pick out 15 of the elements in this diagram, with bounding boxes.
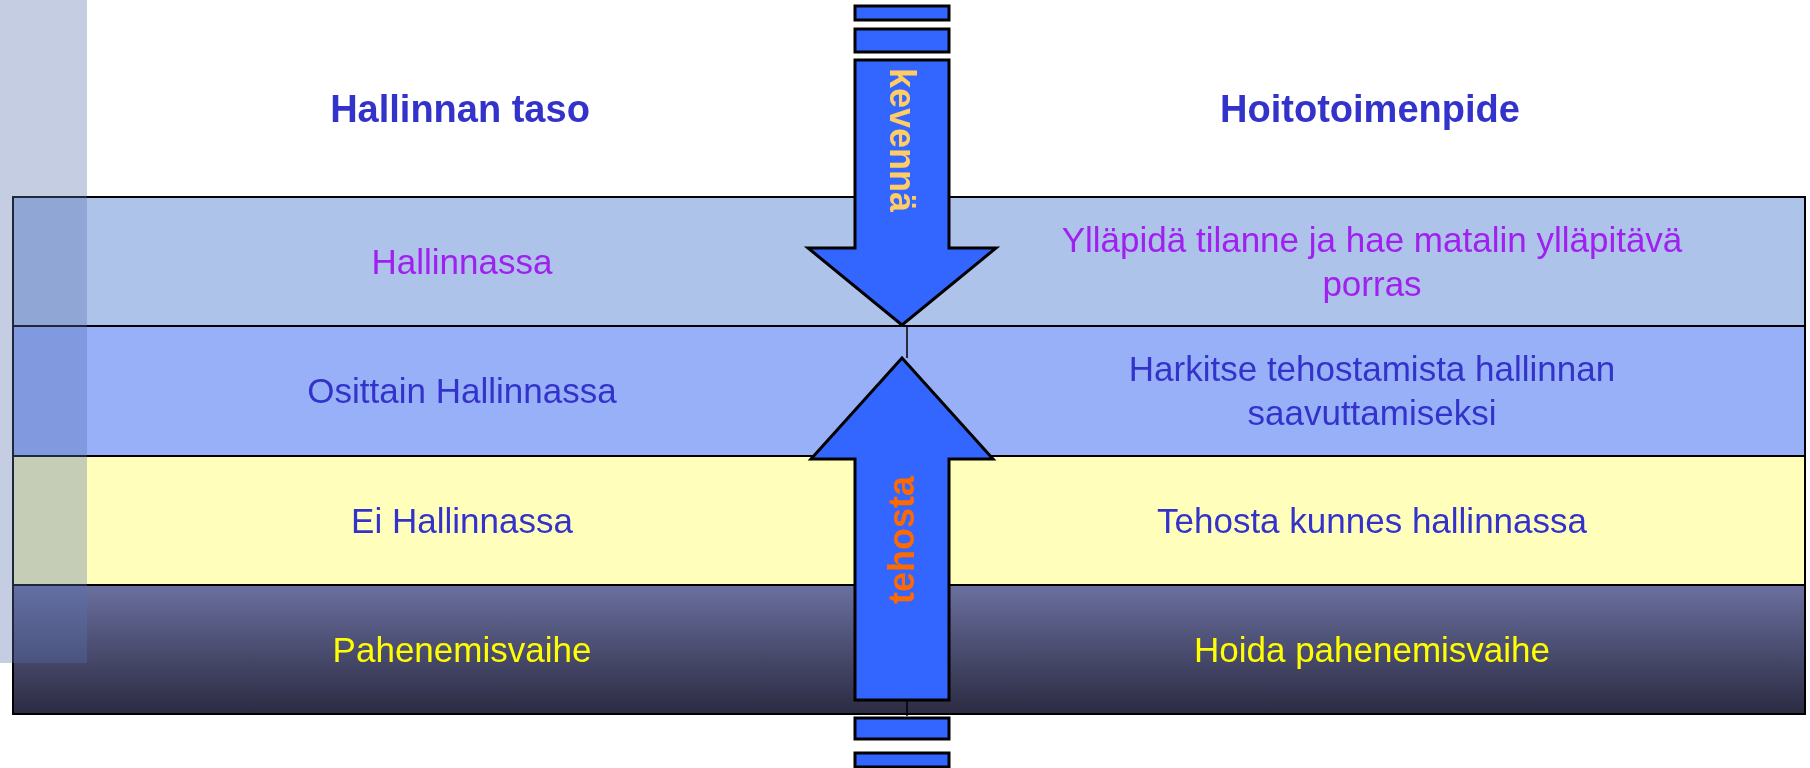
action-text: Hoida pahenemisvaihe	[1192, 628, 1552, 671]
block-arrow	[807, 355, 997, 702]
column-header: Hallinnan taso	[330, 88, 590, 131]
level-text: Osittain Hallinnassa	[306, 370, 618, 412]
action-text: Tehosta kunnes hallinnassa	[1156, 499, 1588, 542]
edge-label: tehosta	[881, 475, 923, 604]
action-text: Harkitse tehostamista hallinnan saavuttamiseksi	[1127, 348, 1617, 434]
level-text: Pahenemisvaihe	[331, 628, 593, 671]
level-text: Hallinnassa	[370, 240, 554, 283]
edge-label: kevennä	[881, 68, 923, 213]
level-text: Ei Hallinnassa	[350, 499, 574, 542]
column-header: Hoitotoimenpide	[1220, 88, 1520, 131]
table-row-band	[12, 325, 1806, 457]
action-text: Ylläpidä tilanne ja hae matalin ylläpitävä porras	[1060, 218, 1684, 305]
block-arrow	[803, 58, 1001, 327]
